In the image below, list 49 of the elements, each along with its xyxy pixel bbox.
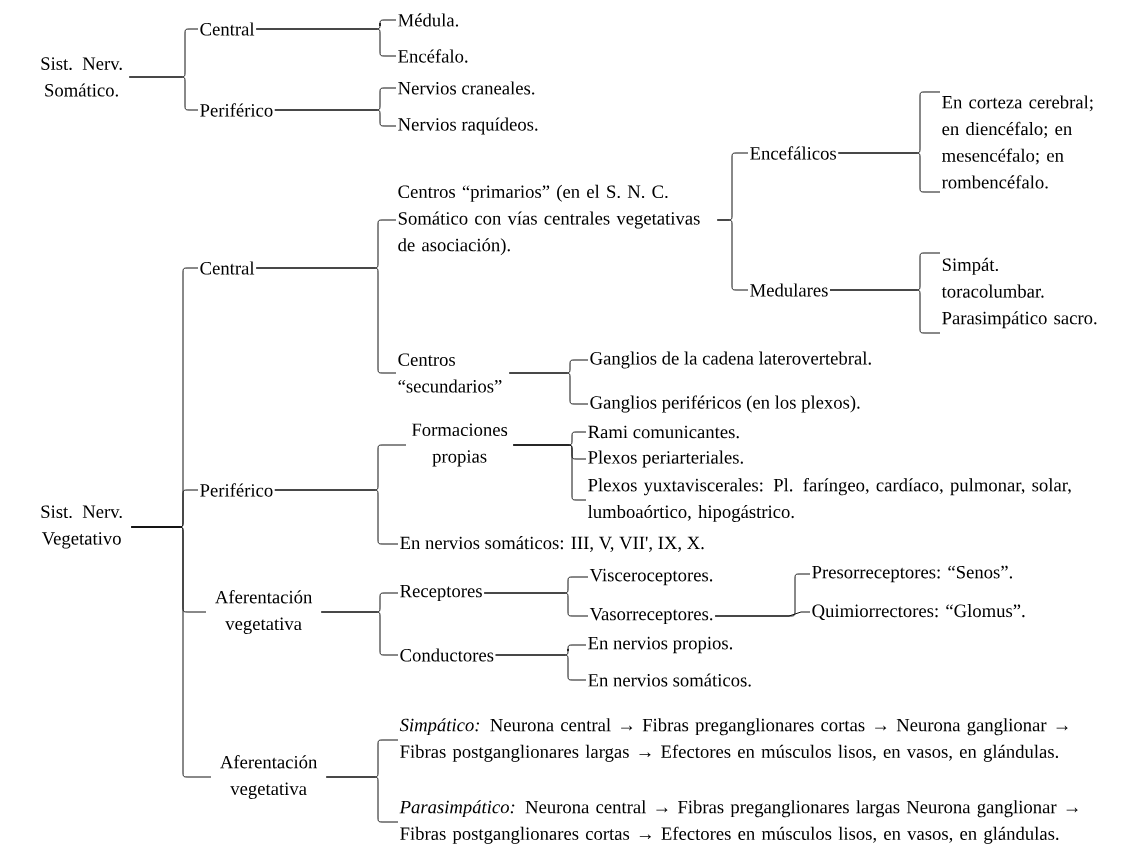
brace [714,611,811,617]
category-label: Periférico [200,483,273,497]
brace [716,219,749,291]
brace [255,267,397,374]
item-text: Médula. [398,13,459,27]
item-text: Presorreceptores: “Senos”. [812,565,1012,583]
item-text: Quimiorrectores: “Glomus”. [812,604,1025,620]
category-label: Sist. Nerv. Somático. [41,57,122,97]
item-text: Rami comunicantes. [588,425,739,439]
brace [837,91,941,193]
category-label: Aferentación vegetativa [215,590,313,634]
item-text: En corteza cerebral; en diencéfalo; en mesencéfalo; en rombencéfalo. [942,95,1093,189]
item-text: Simpát. toracolumbar. Parasimpático sacro. [941,257,1097,329]
brace [130,526,212,778]
item-text: En nervios somáticos: III, V, VII', IX, X. [400,536,704,552]
category-label: Periférico [200,103,273,117]
item-text: Plexos periarteriales. [588,450,743,468]
brace [274,109,397,127]
category-label: Central [200,261,255,275]
brace [483,592,589,617]
item-text: Ganglios de la cadena laterovertebral. [590,351,871,369]
category-label: Encefálicos [750,146,836,160]
brace [274,489,399,545]
category-label: Vasorreceptores. [589,607,713,625]
item-text: Parasimpático: Neurona central → Fibras preganglionares largas Neurona ganglionar → Fibras postganglionares cortas → Efectores en músculos lisos, en vasos, en glándulas. [399,800,1078,844]
category-label: Central [200,22,255,36]
category-label: Medulares [750,283,828,297]
category-label: Centros “secundarios” [398,353,502,393]
category-label: Sist. Nerv. Vegetativo [41,505,122,549]
item-text: Nervios raquídeos. [398,117,538,135]
item-text: Visceroceptores. [589,568,713,586]
category-label: Conductores [400,648,494,662]
brace [325,776,399,823]
item-text: Plexos yuxtaviscerales: Pl. faríngeo, cardíaco, pulmonar, solar, lumboaórtico, hipogástrico. [588,478,1071,522]
category-label: Formaciones propias [411,423,508,467]
item-text: Ganglios periféricos (en los plexos). [590,395,860,413]
item-text: Encéfalo. [398,49,468,63]
brace [829,252,941,334]
brace [255,28,397,57]
brace [495,654,587,681]
category-label: Aferentación vegetativa [220,755,318,799]
item-text: En nervios propios. [588,636,733,654]
brace [508,372,589,405]
brace [320,611,399,656]
category-label: Centros “primarios” (en el S. N. C. Somático con vías centrales vegetativas de asociación). [398,184,700,256]
item-text: Nervios craneales. [398,81,535,95]
category-label: Receptores [400,584,482,602]
item-text: Simpático: Neurona central → Fibras preganglionares cortas → Neurona ganglionar → Fibras postganglionares largas → Efectores en músculos lisos, en vasos, en glándulas. [399,718,1068,762]
item-text: En nervios somáticos. [588,673,751,687]
